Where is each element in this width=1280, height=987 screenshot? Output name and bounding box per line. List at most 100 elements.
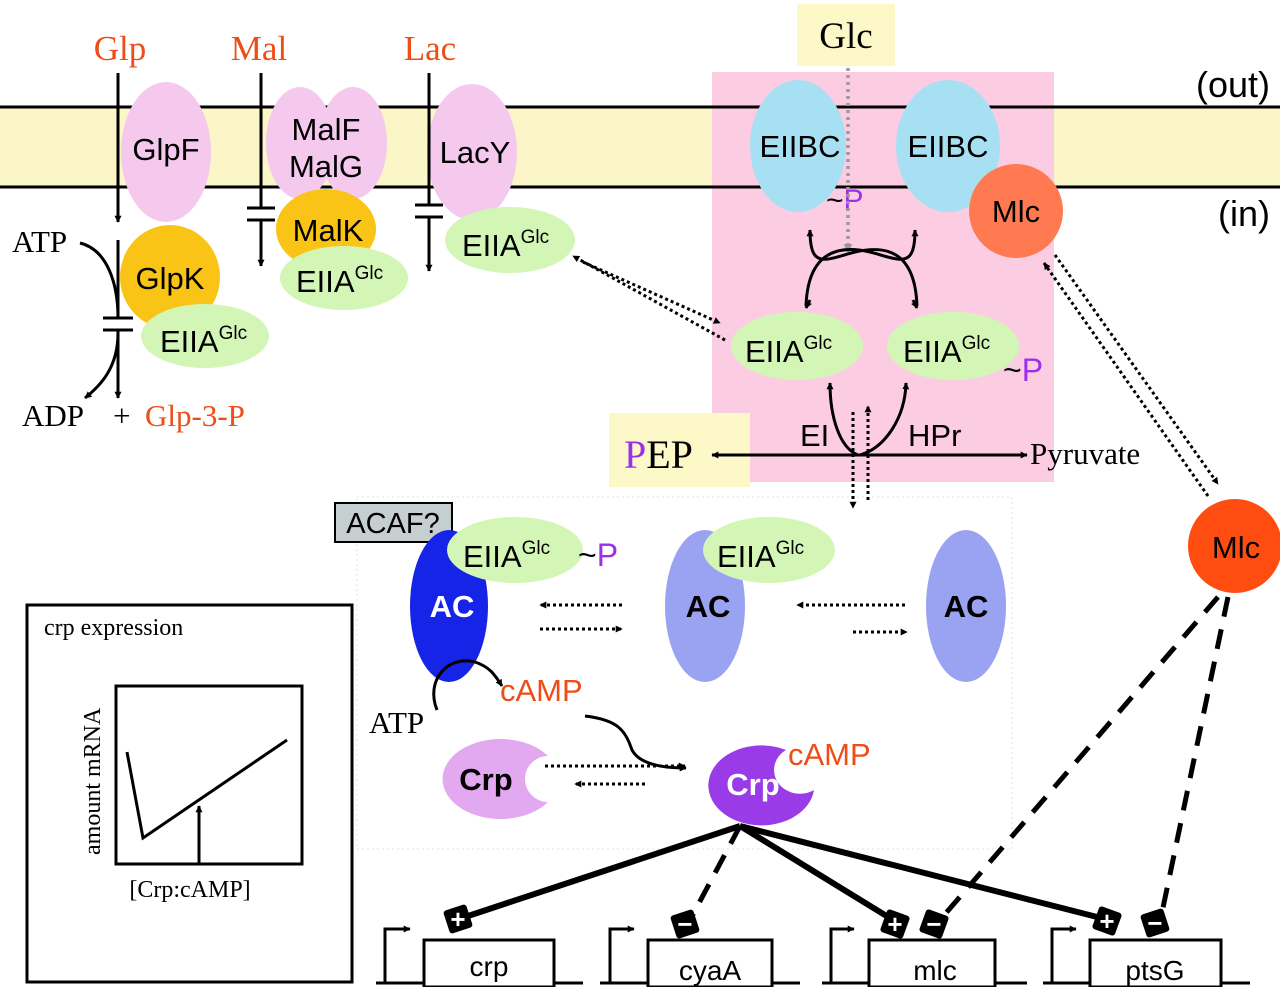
eiia-oval-pts	[731, 312, 863, 380]
cyaa-minus-sign: −	[670, 909, 700, 939]
pyruvate-label: Pyruvate	[1030, 436, 1140, 471]
eiia-p-label-pts: EIIAGlc	[903, 333, 990, 369]
eiia-p-ac-phospho-label: ~P	[578, 537, 618, 573]
crp-regulates-ptsg-line	[739, 823, 1106, 922]
malf-label: MalF	[292, 112, 361, 147]
ptsg-plus-sign: +	[1092, 906, 1122, 936]
eiia-label-ac: EIIAGlc	[717, 538, 804, 574]
crp-camp-label: Crp	[726, 767, 779, 802]
glp-label: Glp	[94, 29, 147, 68]
acaf-box	[334, 502, 453, 543]
crp-free-protein	[442, 739, 548, 819]
ei-curve-arrow	[826, 382, 859, 457]
inset-xlabel: [Crp:cAMP]	[129, 877, 250, 903]
acaf-label: ACAF?	[346, 508, 439, 540]
mlc-membrane-label: Mlc	[992, 194, 1040, 229]
eiia-p-phospho-label: ~P	[1003, 352, 1043, 388]
plus-label: +	[113, 398, 130, 433]
malg-label: MalG	[289, 149, 363, 184]
gene-crp: crp	[376, 925, 583, 987]
crp-regulates-cyaa-line	[687, 824, 743, 922]
crp-regulates-crp-line	[464, 823, 741, 920]
mlc-minus-sign: −	[919, 909, 949, 939]
eiibc-left-protein	[750, 80, 846, 212]
inset-expression-curve	[125, 738, 288, 841]
gene-ptsg: ptsG	[1043, 925, 1250, 987]
eiibc-phospho-label: ~P	[826, 184, 864, 217]
atp-to-camp-arrow	[432, 659, 504, 711]
eiia-oval-lacy	[445, 207, 575, 273]
lacy-label: LacY	[440, 135, 511, 170]
svg-text:+: +	[1099, 906, 1114, 936]
gene-mlc: mlc	[822, 925, 1027, 987]
mlc-represses-ptsg-line	[1157, 596, 1231, 923]
eiia-exchange-dotted-arrow-right	[582, 260, 721, 325]
hpr-label: HPr	[908, 418, 961, 453]
eiia-label-glpk: EIIAGlc	[160, 323, 247, 359]
membrane-band	[0, 107, 1280, 187]
svg-text:+: +	[450, 904, 465, 934]
malk-label: MalK	[293, 213, 364, 248]
svg-text:−: −	[677, 909, 692, 939]
ac-active-label: AC	[430, 589, 475, 624]
eiia-oval-malk	[280, 246, 408, 310]
glpk-to-adp-curve	[84, 332, 120, 400]
camp-binding-arrow	[584, 714, 687, 772]
mlc-represses-mlc-line	[938, 595, 1220, 922]
atp-label-glpk: ATP	[12, 224, 67, 259]
lac-label: Lac	[404, 29, 456, 68]
ac-crp-group-frame	[356, 496, 1013, 850]
inset-ylabel: amount mRNA	[80, 707, 106, 855]
crp-bound-camp-label: cAMP	[788, 737, 871, 772]
mlc-free-label: Mlc	[1212, 530, 1260, 565]
svg-text:−: −	[1147, 908, 1162, 938]
ac-free-protein	[926, 530, 1006, 682]
in-label: (in)	[1218, 193, 1270, 234]
pep-label: PEP	[624, 432, 693, 477]
mal-label: Mal	[231, 29, 288, 68]
eiibc-left-label: EIIBC	[760, 129, 841, 164]
eiibc-right-label: EIIBC	[908, 129, 989, 164]
mlc-membrane-protein	[969, 164, 1063, 258]
svg-text:−: −	[926, 909, 941, 939]
atp-to-glpk-curve	[79, 241, 120, 319]
malfg-protein-left-lobe	[266, 87, 334, 199]
eiia-p-label-ac: EIIAGlc	[463, 538, 550, 574]
eiia-p-oval-pts	[887, 312, 1019, 380]
gene-mlc-label: mlc	[913, 955, 957, 986]
eiia-label-lacy: EIIAGlc	[462, 227, 549, 263]
eiia-oval-glpk	[141, 304, 269, 368]
phospho-transfer-head-right	[911, 299, 919, 309]
mlc-free-protein	[1188, 499, 1280, 593]
hpr-curve-arrow	[859, 382, 910, 457]
glc-box	[797, 4, 895, 66]
eiia-label-pts: EIIAGlc	[745, 333, 832, 369]
crp-free-label: Crp	[459, 762, 512, 797]
glp3p-label: Glp-3-P	[145, 398, 245, 433]
mlc-plus-sign: +	[880, 909, 910, 939]
atp-label-ac: ATP	[369, 705, 424, 740]
ei-label: EI	[800, 418, 829, 453]
pep-box	[609, 413, 750, 487]
glpf-label: GlpF	[132, 132, 199, 167]
ptsg-minus-sign: −	[1140, 908, 1170, 938]
gene-crp-label: crp	[470, 951, 509, 982]
eiia-oval-ac	[703, 517, 835, 583]
ac-inhibited-label: AC	[686, 589, 731, 624]
svg-text:+: +	[887, 909, 902, 939]
gene-ptsg-label: ptsG	[1125, 955, 1184, 986]
mlc-release-dotted-arrow	[1053, 254, 1220, 485]
eiia-p-oval-ac	[447, 517, 583, 583]
inset-title: crp expression	[44, 615, 183, 641]
crp-regulates-mlc-line	[738, 823, 895, 923]
glc-label: Glc	[819, 16, 872, 57]
camp-label: cAMP	[500, 673, 583, 708]
crp-camp-protein	[708, 745, 814, 826]
phospho-transfer-arrow-a	[804, 229, 919, 307]
gene-cyaa: cyaA	[600, 925, 800, 987]
glpk-label: GlpK	[136, 261, 205, 296]
glpk-protein	[120, 225, 220, 329]
eiibc-right-protein	[896, 80, 1000, 212]
